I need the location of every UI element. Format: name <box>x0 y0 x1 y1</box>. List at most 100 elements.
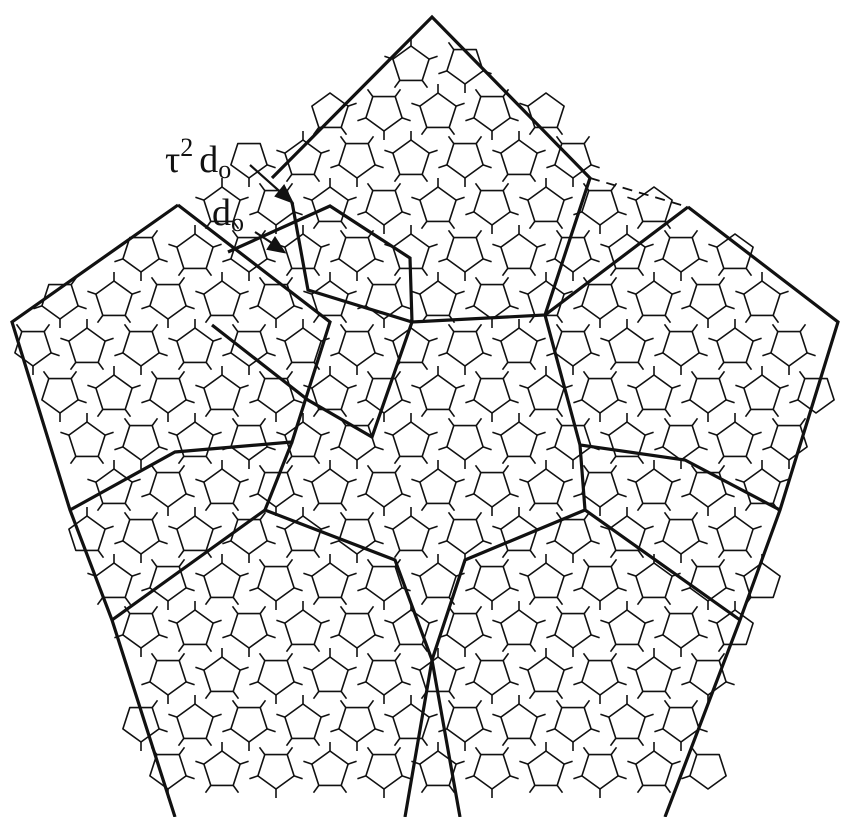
tile-spoke <box>708 244 717 247</box>
tile-spoke <box>314 409 319 416</box>
tile-spoke <box>267 259 276 262</box>
tile-spoke <box>348 103 357 106</box>
tile-spoke <box>314 315 319 322</box>
tile-spoke <box>206 456 211 463</box>
tile-spoke <box>141 494 150 497</box>
tile-spoke <box>287 277 292 284</box>
tile-spoke <box>708 338 717 341</box>
tile-pentagon <box>771 332 807 366</box>
tile-pentagon <box>258 567 294 601</box>
tile-pentagon <box>312 563 348 597</box>
tile-spoke <box>384 338 393 341</box>
tile-spoke <box>519 479 528 482</box>
tile-spoke <box>125 512 130 519</box>
tile-spoke <box>492 620 501 623</box>
tile-spoke <box>449 503 454 510</box>
tile-spoke <box>159 541 168 544</box>
tile-spoke <box>503 738 508 745</box>
tile-spoke <box>627 385 636 388</box>
tile-spoke <box>503 174 508 181</box>
tile-spoke <box>530 221 535 228</box>
tile-spoke <box>152 559 157 566</box>
tile-spoke <box>456 667 465 670</box>
tile-spoke <box>465 118 474 121</box>
label-d0-d: d <box>212 192 231 234</box>
tile-pentagon <box>474 379 510 413</box>
tile-spoke <box>105 338 114 341</box>
tile-spoke <box>476 89 481 96</box>
tile-spoke <box>699 353 708 356</box>
tile-spoke <box>638 268 643 275</box>
tile-spoke <box>584 136 589 143</box>
tile-spoke <box>411 385 420 388</box>
tile-spoke <box>530 174 535 181</box>
tile-spoke <box>395 174 400 181</box>
tile-spoke <box>746 315 751 322</box>
tile-spoke <box>584 371 589 378</box>
tile-spoke <box>44 324 49 331</box>
tile-spoke <box>476 465 481 472</box>
tile-spoke <box>638 503 643 510</box>
tile-spoke <box>287 559 292 566</box>
tile-spoke <box>699 541 708 544</box>
tile-spoke <box>395 653 400 660</box>
tile-pentagon <box>285 328 321 362</box>
tile-spoke <box>179 559 184 566</box>
tile-spoke <box>557 418 562 425</box>
tile-spoke <box>465 494 474 497</box>
tile-spoke <box>611 747 616 754</box>
tile-spoke <box>510 212 518 215</box>
tile-spoke <box>287 174 292 181</box>
tile-spoke <box>429 244 438 247</box>
tile-spoke <box>645 432 654 435</box>
tile-spoke <box>206 738 211 745</box>
tile-spoke <box>348 291 357 294</box>
tile-spoke <box>78 306 87 309</box>
tile-pentagon <box>339 238 375 272</box>
tile-spoke <box>375 729 384 732</box>
tile-spoke <box>654 353 663 356</box>
tile-spoke <box>179 653 184 660</box>
tile-pentagon <box>501 234 537 268</box>
tile-spoke <box>422 785 427 792</box>
tile-spoke <box>71 362 76 369</box>
label-tau-symbol: τ <box>165 139 180 181</box>
tile-pentagon <box>312 187 348 221</box>
tile-spoke <box>233 512 238 519</box>
tile-spoke <box>395 268 400 275</box>
tile-spoke <box>762 353 771 356</box>
tile-spoke <box>213 432 222 435</box>
tile-spoke <box>314 691 319 698</box>
tile-spoke <box>557 785 562 792</box>
tile-spoke <box>195 197 204 200</box>
tile-pentagon <box>663 708 699 742</box>
tile-pentagon <box>123 520 159 554</box>
tile-spoke <box>530 644 535 651</box>
tile-spoke <box>168 432 177 435</box>
tile-spoke <box>132 385 141 388</box>
tile-spoke <box>141 682 150 685</box>
tile-spoke <box>546 541 555 544</box>
tile-spoke <box>665 785 670 792</box>
tile-pentagon <box>447 426 483 460</box>
tile-spoke <box>600 714 609 717</box>
tile-pentagon <box>366 379 402 413</box>
tile-spoke <box>692 559 697 566</box>
label-tau-d: d <box>199 139 218 181</box>
tile-pentagon <box>123 614 159 648</box>
tile-spoke <box>294 306 303 309</box>
tile-pentagon <box>555 708 591 742</box>
tile-spoke <box>564 761 573 764</box>
tile-spoke <box>159 447 168 450</box>
tile-spoke <box>530 409 535 416</box>
tile-pentagon <box>528 469 564 503</box>
tile-pentagon <box>474 755 510 789</box>
tile-spoke <box>519 573 528 576</box>
tile-spoke <box>195 573 204 576</box>
annotation-labels: τ2do do <box>165 133 244 237</box>
tile-pentagon <box>312 469 348 503</box>
tile-spoke <box>330 541 339 544</box>
tile-spoke <box>476 418 481 425</box>
tile-spoke <box>665 315 670 322</box>
tile-spoke <box>213 338 222 341</box>
